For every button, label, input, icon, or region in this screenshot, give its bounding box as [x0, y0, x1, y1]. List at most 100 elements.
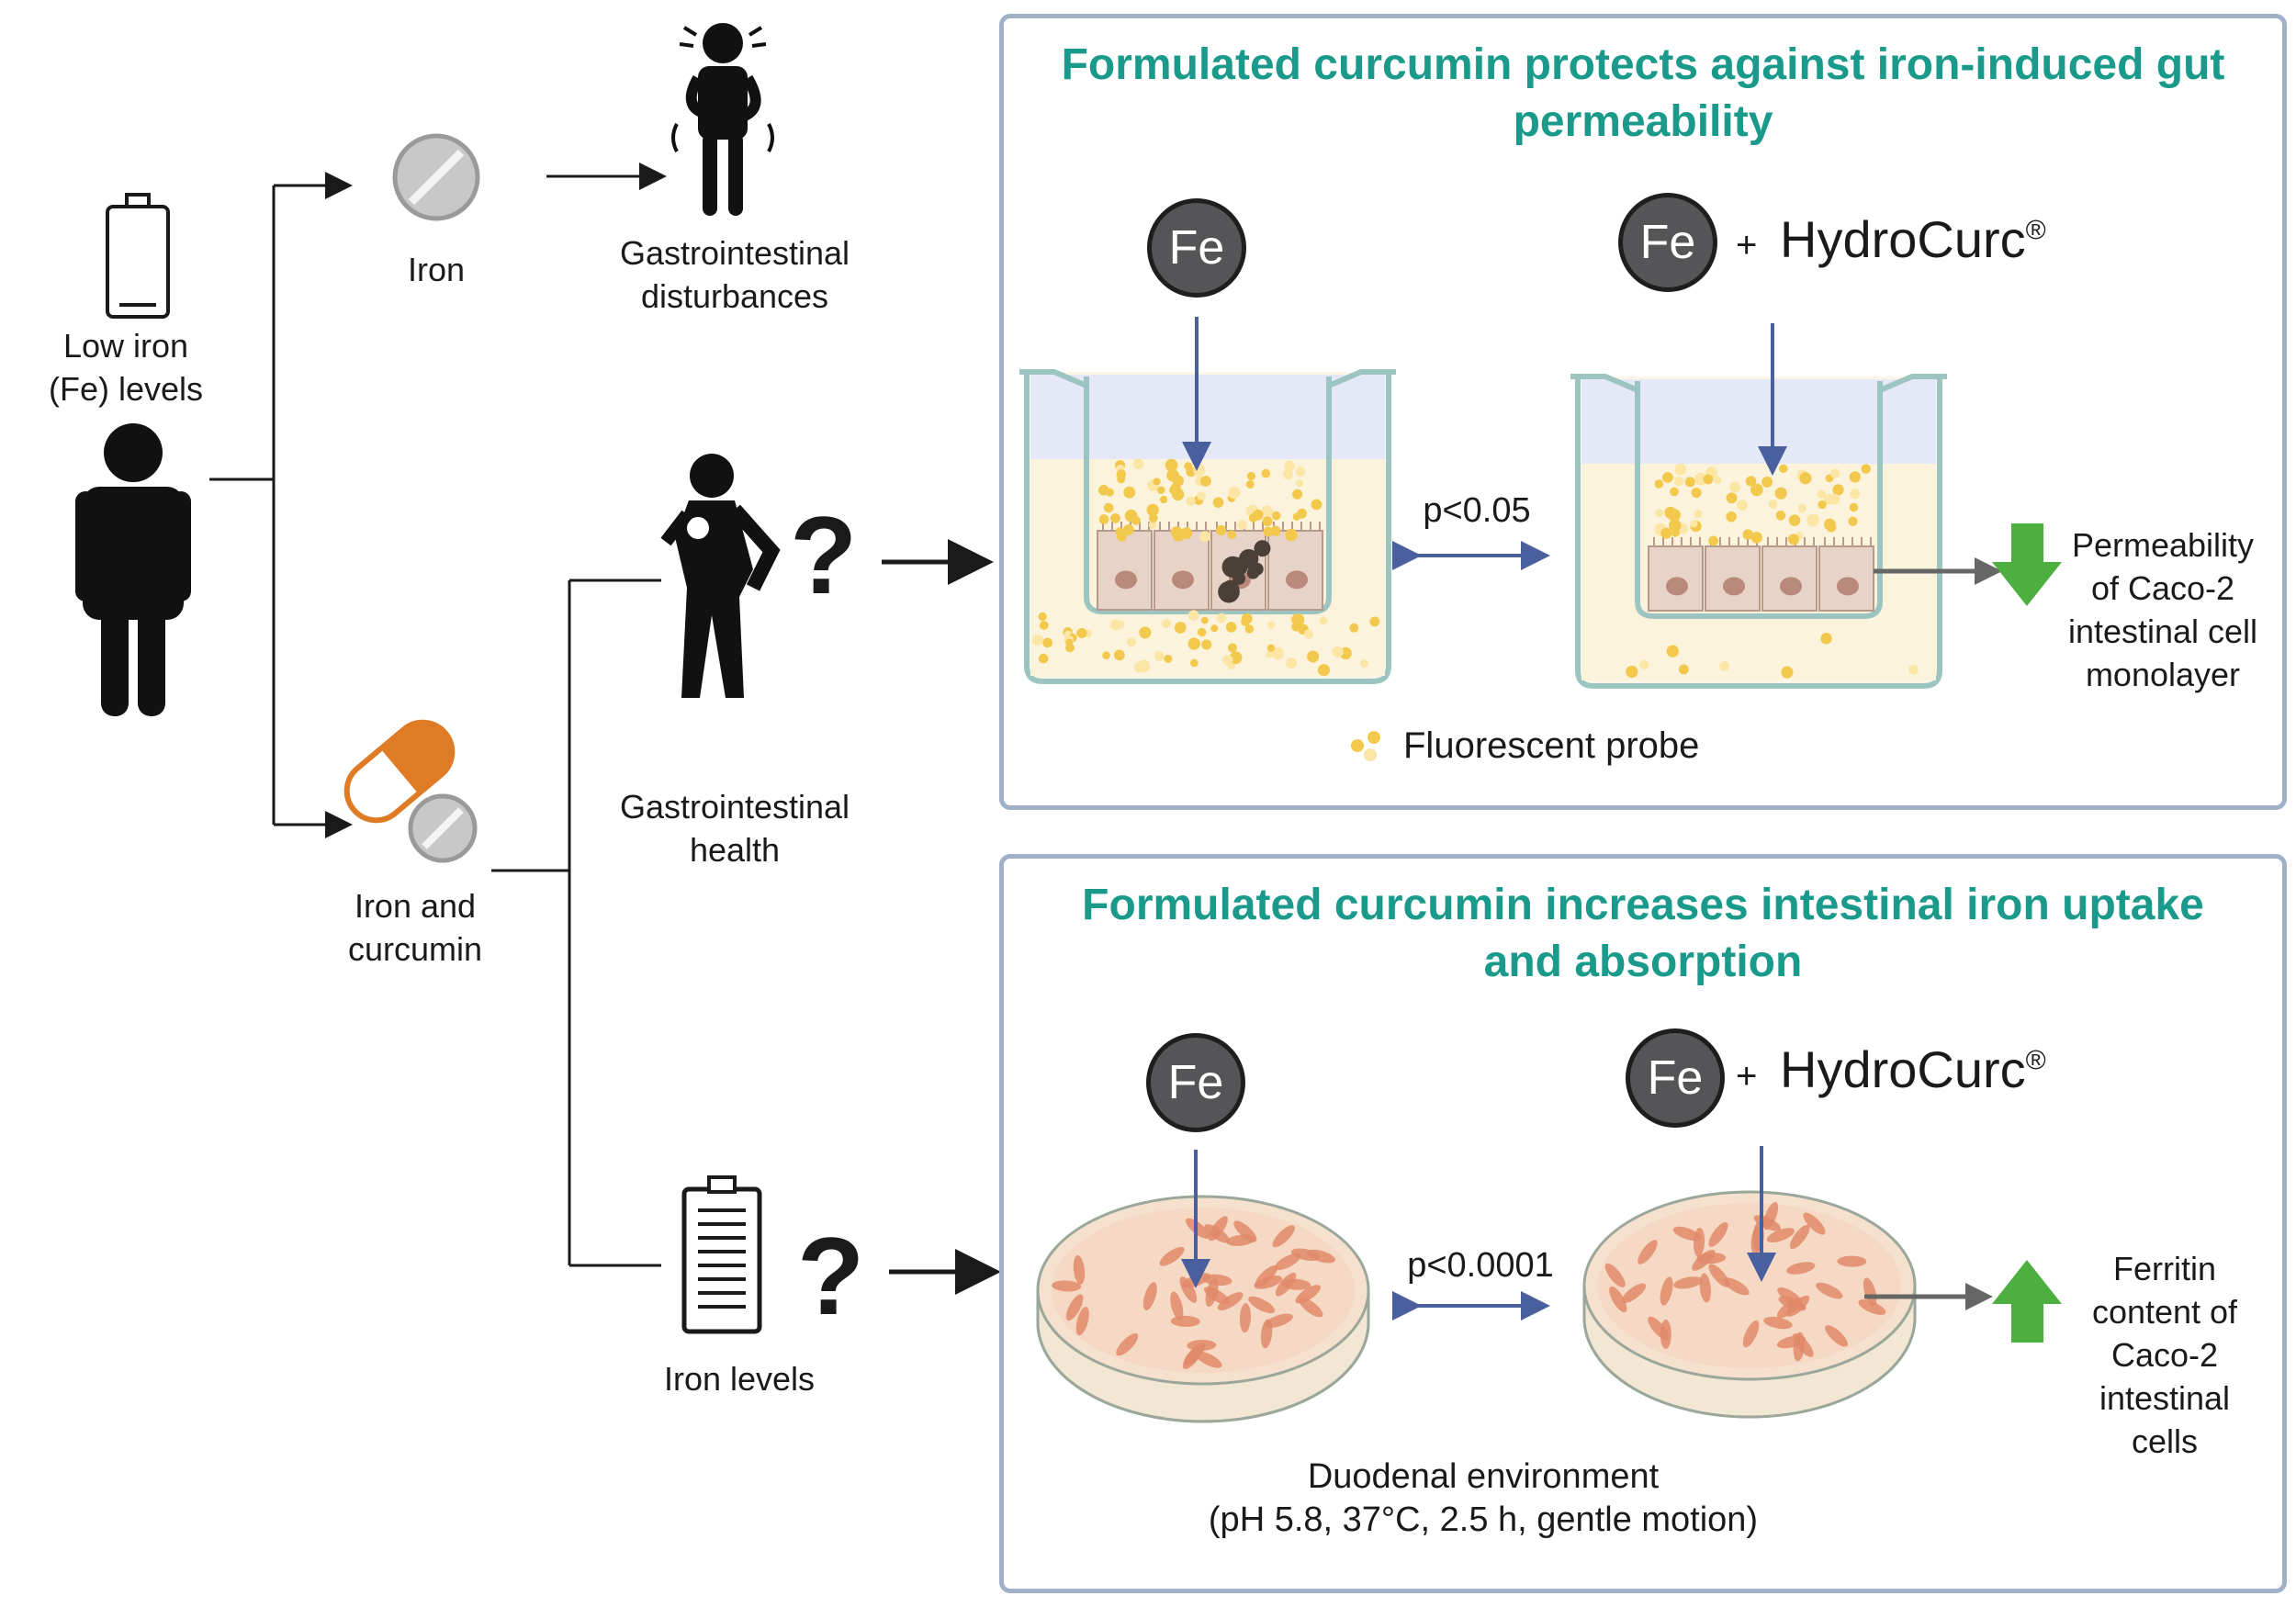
ferritin-result-line3: Caco-2: [2110, 1336, 2219, 1374]
cultured-cell: [1170, 1315, 1200, 1327]
probe-dot: [1691, 487, 1702, 499]
probe-dot: [1726, 492, 1738, 504]
duodenal-conditions-label: Duodenal environment (pH 5.8, 37°C, 2.5 …: [1209, 1455, 1758, 1542]
iron-label: Iron: [407, 251, 466, 288]
cultured-cell: [1837, 1255, 1867, 1267]
probe-dot: [1105, 488, 1114, 497]
iron-aggregate: [1228, 556, 1245, 575]
probe-dot: [1110, 512, 1120, 523]
probe-dot: [1139, 626, 1152, 639]
cultured-cell: [1699, 1273, 1712, 1303]
cultured-cell: [1159, 1246, 1185, 1266]
probe-dot: [1849, 471, 1861, 483]
probe-dot: [1694, 472, 1707, 486]
ferritin-result-line1: Ferritin: [2112, 1250, 2216, 1287]
cultured-cell: [1182, 1344, 1203, 1370]
question-mark-upper: ?: [790, 494, 858, 617]
probe-dot: [1174, 622, 1187, 634]
probe-dot: [1742, 529, 1753, 540]
probe-dot: [1227, 530, 1237, 540]
probe-dot: [1184, 462, 1192, 470]
cultured-cell: [1186, 1218, 1210, 1239]
cultured-cell: [1858, 1299, 1886, 1315]
fluorescent-probe-dots: [1031, 458, 1919, 679]
hydrocurc-label-bottom: HydroCurc®: [1780, 1039, 2046, 1099]
probe-dot: [1690, 520, 1698, 528]
probe-dot: [1745, 476, 1756, 487]
cultured-cell: [1073, 1255, 1086, 1285]
iron-aggregate: [1254, 540, 1271, 557]
iron-levels-label: Iron levels: [663, 1360, 816, 1398]
duodenal-conditions-line2: (pH 5.8, 37°C, 2.5 h, gentle motion): [1208, 1500, 1759, 1539]
cultured-cell: [1672, 1226, 1702, 1242]
probe-dot: [1252, 509, 1264, 521]
pvalue-bottom: p<0.0001: [1407, 1246, 1554, 1285]
cultured-cell: [1660, 1319, 1671, 1349]
duodenal-conditions-line1: Duodenal environment: [1307, 1457, 1660, 1496]
probe-dot: [1285, 528, 1298, 542]
probe-dot: [1038, 653, 1049, 664]
permeability-result-line2: of Caco-2: [2090, 569, 2235, 607]
cultured-cell: [1621, 1283, 1647, 1304]
probe-dot: [1187, 610, 1199, 622]
cell-nucleus: [1115, 570, 1137, 590]
cultured-cell: [1708, 1264, 1730, 1287]
petri-dish-fe: [1036, 1195, 1370, 1423]
probe-dot: [1222, 655, 1233, 666]
ferritin-result-label: Ferritin content of Caco-2 intestinal ce…: [2092, 1247, 2237, 1463]
result-pointer-arrows: [1864, 557, 2002, 1310]
gi-health-person-icon: [660, 454, 781, 698]
probe-dot: [1296, 479, 1304, 488]
cultured-cell: [1290, 1248, 1321, 1262]
probe-legend-icon: [1351, 731, 1380, 761]
probe-dot: [1332, 646, 1344, 658]
curcumin-capsule-icon: [343, 719, 478, 863]
iron-curcumin-label: Iron and curcumin: [348, 884, 482, 971]
cultured-cell: [1281, 1278, 1311, 1290]
registered-mark-bottom: ®: [2025, 1045, 2046, 1076]
cultured-cell: [1673, 1276, 1703, 1289]
low-battery-icon: [106, 193, 170, 319]
probe-dot: [1849, 502, 1859, 512]
cultured-cell: [1723, 1277, 1750, 1296]
gi-health-line1: Gastrointestinal: [619, 788, 850, 826]
probe-dot: [1662, 472, 1673, 483]
probe-dot: [1215, 524, 1227, 536]
probe-dot: [1186, 496, 1196, 506]
probe-dot: [1263, 526, 1274, 537]
probe-dot: [1146, 503, 1159, 516]
ferritin-result-line5: cells: [2131, 1422, 2199, 1460]
permeability-result-line4: monolayer: [2085, 656, 2241, 693]
probe-dot: [1271, 646, 1285, 660]
probe-dot: [1266, 644, 1276, 652]
probe-dot: [1817, 489, 1827, 499]
probe-dot: [1850, 489, 1861, 500]
probe-dot: [1246, 471, 1256, 481]
permeability-result-line3: intestinal cell: [2067, 612, 2258, 650]
probe-dot: [1303, 629, 1314, 639]
plus-sign-top: +: [1736, 225, 1758, 265]
probe-dot: [1671, 528, 1680, 537]
cultured-cell: [1208, 1216, 1228, 1242]
probe-dot: [1703, 474, 1714, 485]
epithelial-cell: [1267, 530, 1323, 611]
cultured-cell: [1239, 1303, 1251, 1333]
fluorescent-probe-legend: Fluorescent probe: [1403, 725, 1700, 766]
probe-dot: [1669, 519, 1682, 533]
cultured-cell: [1272, 1225, 1295, 1248]
pvalue-top: p<0.05: [1423, 491, 1531, 530]
probe-dot: [1750, 532, 1762, 544]
probe-dot: [1039, 621, 1049, 630]
cultured-cell: [1816, 1282, 1843, 1299]
low-iron-line2: (Fe) levels: [48, 370, 204, 408]
cultured-cell: [1708, 1221, 1728, 1247]
probe-dot: [1137, 659, 1151, 673]
probe-dot: [1761, 477, 1773, 488]
cultured-cell: [1142, 1282, 1157, 1310]
probe-dot: [1670, 487, 1679, 497]
cultured-cell: [1604, 1263, 1626, 1287]
cultured-cell: [1170, 1291, 1184, 1320]
fe-badge-bottom-right: Fe: [1626, 1028, 1725, 1128]
probe-dot: [1726, 511, 1737, 523]
